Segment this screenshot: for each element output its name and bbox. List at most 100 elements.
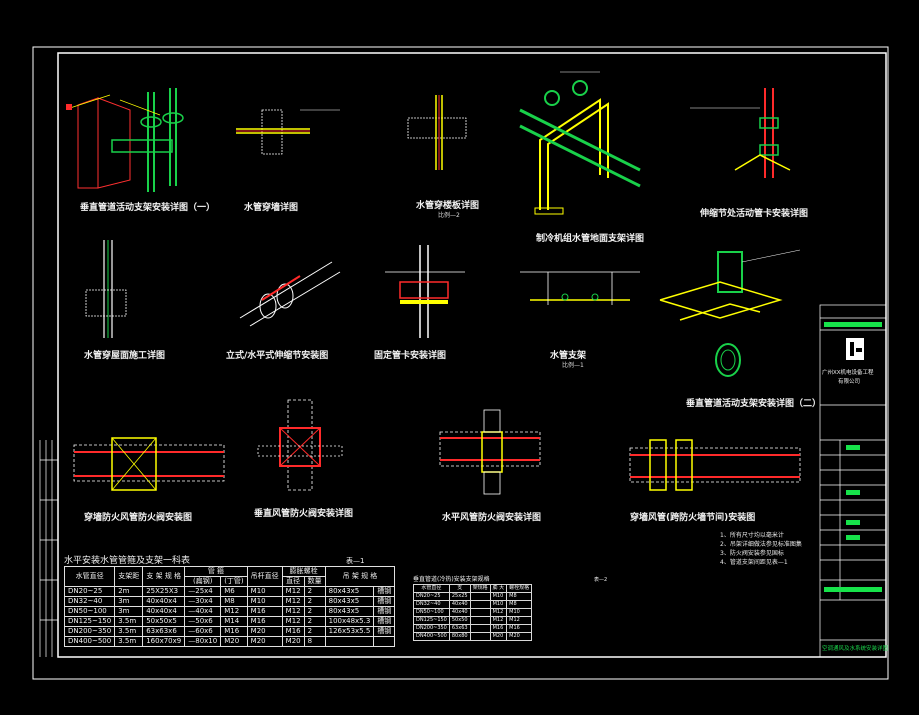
- drawing-joint-support: [690, 88, 791, 178]
- table1-cell: —50x6: [184, 616, 222, 627]
- table1-cell: [373, 636, 396, 647]
- drawing-vertical-support-2: [659, 249, 801, 377]
- tb-green-bar-6: [824, 587, 882, 592]
- table2-cell: 25x25: [448, 592, 471, 601]
- table2-cell: 50x50: [448, 616, 471, 625]
- drawing-chiller-support: [519, 71, 641, 215]
- table1-cell: 50x50x5: [142, 616, 186, 627]
- table1-cell: —60x6: [184, 626, 222, 637]
- table1-cell: DN125~150: [63, 616, 116, 627]
- title-chiller-support: 制冷机组水管地面支架详图: [536, 234, 645, 244]
- table2-cell: [469, 592, 491, 601]
- tb-green-bar-1: [824, 322, 882, 327]
- sub-support-label: 比例—1: [562, 362, 584, 369]
- title-vertical-support-1: 垂直管道活动支架安装详图（一）: [80, 203, 216, 213]
- drawing-expansion-joint: [239, 261, 341, 327]
- drawing-vertical-duct-fire: [257, 399, 343, 491]
- table1-cell: 80x43x5: [324, 596, 375, 607]
- table1-cell: M12: [281, 616, 305, 627]
- table1-cell: M6: [220, 586, 248, 597]
- table1-cell: 2: [303, 616, 326, 627]
- table1-cell: M12: [281, 586, 305, 597]
- table2-cell: [469, 624, 491, 633]
- title-water-floor-sleeve: 水管穿楼板详图: [416, 201, 480, 211]
- table2-cell: M10: [489, 592, 508, 601]
- drawing-vertical-support-1: [66, 88, 184, 192]
- drawing-water-roof: [85, 240, 127, 338]
- table2-cell: M12: [489, 616, 508, 625]
- t1-h-bolt-qty: 数量: [303, 576, 326, 587]
- tb-company: 广州XX机电设备工程: [822, 370, 874, 376]
- table1-cell: M20: [220, 636, 248, 647]
- title-joint-support: 伸缩节处活动管卡安装详图: [700, 209, 809, 219]
- table2-cell: M16: [489, 624, 508, 633]
- table1-cell: DN50~100: [63, 606, 116, 617]
- table2-cell: [469, 632, 491, 641]
- tb-green-bar-5: [846, 535, 860, 540]
- title-block: [819, 304, 887, 658]
- table1-cell: 63x63x6: [142, 626, 186, 637]
- t1-h-flat: (扁钢): [184, 576, 222, 587]
- t1-h-support: 支 架 规 格: [142, 566, 186, 587]
- tb-green-bar-2: [846, 445, 860, 450]
- sub-floor-label: 比例—2: [438, 212, 460, 219]
- table1-cell: M12: [220, 606, 248, 617]
- title-water-roof: 水管穿屋面施工详图: [84, 351, 166, 361]
- table1-cell: 槽钢: [373, 606, 396, 617]
- table1-cell: [324, 636, 375, 647]
- table1-cell: DN32~40: [63, 596, 116, 607]
- table1-cell: 3m: [114, 606, 144, 617]
- table2-cell: [469, 600, 491, 609]
- table1: 水管直径 支架距 支 架 规 格 管 箍 吊杆直径 膨胀螺栓 吊 架 规 格 (…: [63, 566, 396, 647]
- note-1: 1、所有尺寸均以毫米计: [720, 532, 784, 539]
- table1-cell: 槽钢: [373, 586, 396, 597]
- table2-cell: M8: [506, 592, 533, 601]
- table2-cell: DN20~25: [413, 592, 450, 601]
- table2-cell: 80x80: [448, 632, 471, 641]
- t2-h-4: 螺栓规格: [506, 584, 533, 593]
- table1-cell: DN20~25: [63, 586, 116, 597]
- t1-h-bolt-dia: 直径: [281, 576, 305, 587]
- title-vertical-support-2: 垂直管道活动支架安装详图（二）: [686, 399, 822, 409]
- title-horizontal-duct-fire: 水平风管防火阀安装详图: [442, 513, 542, 523]
- table2-cell: DN125~150: [413, 616, 450, 625]
- title-water-support: 水管支架: [550, 351, 587, 361]
- title-wall-fire-damper: 穿墙防火风管防火阀安装图: [84, 513, 193, 523]
- title-water-wall-sleeve: 水管穿墙详图: [244, 203, 299, 213]
- title-block-logo: [846, 338, 864, 360]
- table1-cell: M20: [246, 626, 283, 637]
- table1-cell: 槽钢: [373, 616, 396, 627]
- table1-cell: 2: [303, 606, 326, 617]
- table1-cell: 160x70x9: [142, 636, 186, 647]
- table1-cell: 80x43x5: [324, 586, 375, 597]
- table1-cell: —25x4: [184, 586, 222, 597]
- table1-cell: M16: [281, 626, 305, 637]
- table2-cell: DN200~350: [413, 624, 450, 633]
- table1-cell: M10: [246, 596, 283, 607]
- table2-cell: [469, 608, 491, 617]
- table2-cell: 63x63: [448, 624, 471, 633]
- title-vertical-duct-fire: 垂直风管防火阀安装详图: [254, 509, 354, 519]
- table2-label: 表—2: [594, 577, 608, 583]
- table1-cell: DN200~350: [63, 626, 116, 637]
- table2-cell: M12: [506, 616, 533, 625]
- table1-cell: 2: [303, 626, 326, 637]
- drawing-water-floor-sleeve: [407, 95, 467, 170]
- table2-cell: DN50~100: [413, 608, 450, 617]
- table1-cell: 100x48x5.3: [324, 616, 375, 627]
- note-2: 2、吊架详细做法参见标准图集: [720, 541, 802, 548]
- table1-cell: 3.5m: [114, 626, 144, 637]
- table1-cell: 3.5m: [114, 636, 144, 647]
- table1-cell: 25X25X3: [142, 586, 186, 597]
- table1-cell: 3m: [114, 596, 144, 607]
- table2-title: 垂直管道(冷热)安装支架规格: [413, 576, 490, 583]
- table1-cell: M10: [246, 586, 283, 597]
- t2-h-3: 膨 大: [489, 584, 508, 593]
- table2-cell: M10: [506, 608, 533, 617]
- table2-cell: M20: [506, 632, 533, 641]
- table2-cell: DN400~500: [413, 632, 450, 641]
- table1-cell: M16: [220, 626, 248, 637]
